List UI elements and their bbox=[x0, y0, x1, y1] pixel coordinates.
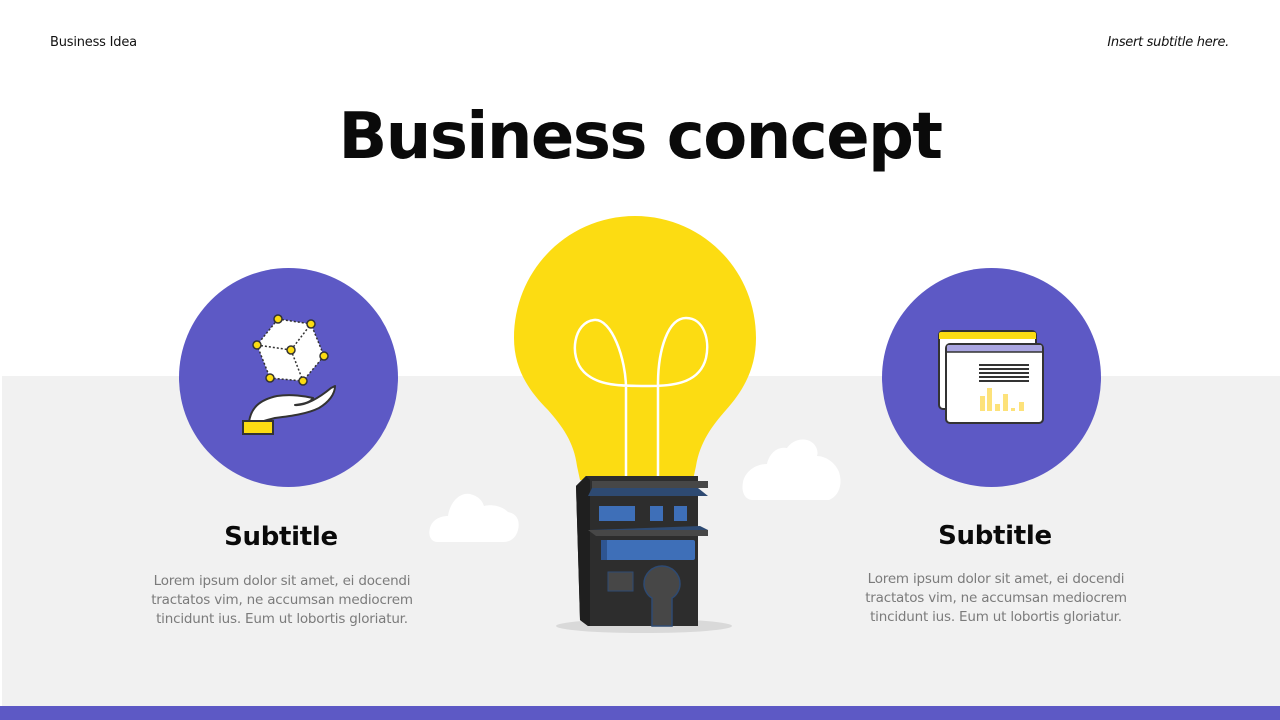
right-body-text: Lorem ipsum dolor sit amet, ei docendi t… bbox=[865, 571, 1127, 625]
header-left-label: Business Idea bbox=[50, 35, 137, 50]
cloud-icon bbox=[429, 493, 519, 542]
lightbulb-building-illustration bbox=[514, 216, 756, 633]
left-subtitle: Subtitle bbox=[224, 522, 338, 552]
header-right-subtitle: Insert subtitle here. bbox=[1107, 35, 1229, 50]
cloud-icon bbox=[742, 439, 841, 500]
bottom-accent-bar bbox=[0, 706, 1280, 720]
browser-windows-chart-icon bbox=[938, 330, 1044, 424]
hand-holding-cube-icon bbox=[242, 314, 336, 435]
left-icon-circle bbox=[179, 268, 398, 487]
left-body-text: Lorem ipsum dolor sit amet, ei docendi t… bbox=[151, 573, 413, 627]
right-icon-circle bbox=[882, 268, 1101, 487]
right-subtitle: Subtitle bbox=[938, 521, 1052, 551]
page-title: Business concept bbox=[338, 100, 943, 174]
